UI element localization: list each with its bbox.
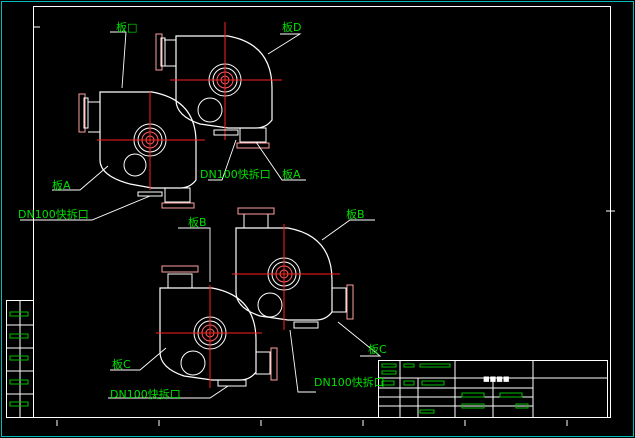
label-quick-mid: DN100快拆口 — [200, 167, 271, 181]
left-revision-marks — [9, 311, 29, 407]
left-revision-block — [6, 300, 34, 418]
leader-lines — [20, 31, 382, 399]
blower-b-outlet-flange — [346, 284, 354, 320]
blower-d-outlet — [239, 127, 267, 143]
label-board-top: 板□ — [116, 20, 137, 34]
label-board-a-left: 板A — [52, 178, 71, 192]
label-quick-bottom-left: DN100快拆口 — [110, 387, 181, 401]
blower-b-drain — [257, 292, 283, 318]
blower-c-drain — [180, 350, 206, 376]
label-board-b-left: 板B — [188, 215, 207, 229]
blower-d-flange-left — [155, 33, 163, 71]
bottom-ticks — [56, 420, 568, 426]
blower-a-outlet-flange — [161, 202, 195, 209]
blower-c-flange-top — [161, 265, 199, 273]
title-block-drawing-name: ■■■■ — [483, 375, 509, 383]
blower-a-flange-left — [78, 93, 86, 133]
blower-unit-b — [232, 207, 354, 330]
blower-b-outlet — [331, 287, 347, 313]
blower-c-outlet-flange — [270, 347, 278, 381]
blower-d-outlet-flange — [236, 142, 270, 149]
blower-a-housing — [99, 91, 197, 189]
label-board-c-left: 板C — [112, 357, 131, 371]
drawing-frame — [33, 6, 611, 418]
blower-d-drain — [197, 97, 223, 123]
blower-c-outlet — [255, 351, 271, 375]
blower-unit-c — [156, 265, 278, 388]
blower-unit-d — [155, 22, 282, 149]
label-board-d: 板D — [282, 20, 301, 34]
label-board-a-mid: 板A — [282, 167, 301, 181]
blower-unit-a — [78, 91, 205, 209]
blower-b-housing — [235, 227, 333, 321]
title-block — [378, 360, 608, 418]
blower-c-housing — [159, 287, 257, 381]
label-board-c-right: 板C — [368, 342, 387, 356]
blower-a-drain — [123, 153, 147, 177]
blower-b-flange-top — [237, 207, 275, 215]
label-board-b-right: 板B — [346, 207, 365, 221]
label-quick-bottom-right: DN100快拆口 — [314, 375, 385, 389]
blower-d-housing — [175, 35, 273, 129]
title-block-marks — [381, 363, 529, 414]
label-quick-left: DN100快拆口 — [18, 207, 89, 221]
blower-a-outlet — [164, 187, 191, 203]
